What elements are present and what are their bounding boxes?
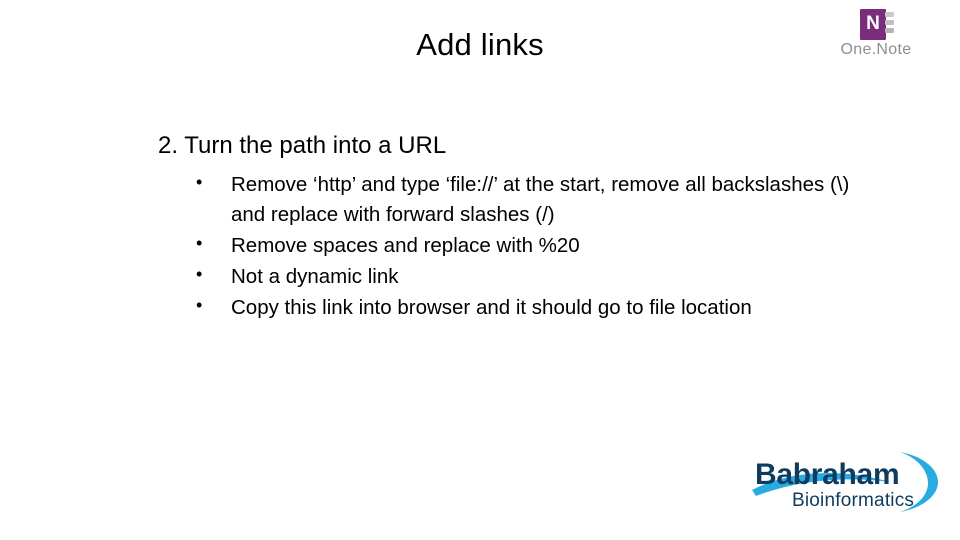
notebook-tab-icon bbox=[885, 28, 894, 33]
bullet-icon: • bbox=[196, 232, 203, 253]
list-item-text: Remove ‘http’ and type ‘file://’ at the … bbox=[231, 173, 850, 226]
list-item-text: Not a dynamic link bbox=[231, 264, 399, 288]
onenote-logo: N One.Note bbox=[829, 9, 923, 61]
babraham-name: Babraham bbox=[755, 458, 900, 491]
bullet-icon: • bbox=[196, 172, 203, 193]
onenote-icon: N bbox=[860, 9, 894, 40]
babraham-logo: Babraham Bioinformatics bbox=[750, 446, 942, 518]
list-item: • Remove spaces and replace with %20 bbox=[158, 231, 858, 260]
babraham-subtitle: Bioinformatics bbox=[792, 490, 915, 511]
list-item: • Not a dynamic link bbox=[158, 262, 858, 291]
list-item-text: Remove spaces and replace with %20 bbox=[231, 233, 580, 257]
list-item: • Remove ‘http’ and type ‘file://’ at th… bbox=[158, 170, 858, 228]
notebook-tab-icon bbox=[885, 20, 894, 25]
page-title: Add links bbox=[416, 27, 544, 62]
babraham-swoosh-icon bbox=[752, 452, 938, 512]
bullet-icon: • bbox=[196, 294, 203, 315]
onenote-letter: N bbox=[866, 13, 880, 34]
list-item: • Copy this link into browser and it sho… bbox=[158, 293, 858, 322]
onenote-wordmark: One.Note bbox=[840, 41, 912, 58]
body-heading: 2. Turn the path into a URL bbox=[158, 132, 447, 159]
bullet-list: • Remove ‘http’ and type ‘file://’ at th… bbox=[158, 170, 858, 322]
notebook-page-shape bbox=[860, 9, 886, 40]
list-item-text: Copy this link into browser and it shoul… bbox=[231, 295, 752, 319]
slide-body: 2. Turn the path into a URL • Remove ‘ht… bbox=[158, 130, 858, 324]
notebook-tab-icon bbox=[885, 12, 894, 17]
bullet-icon: • bbox=[196, 263, 203, 284]
